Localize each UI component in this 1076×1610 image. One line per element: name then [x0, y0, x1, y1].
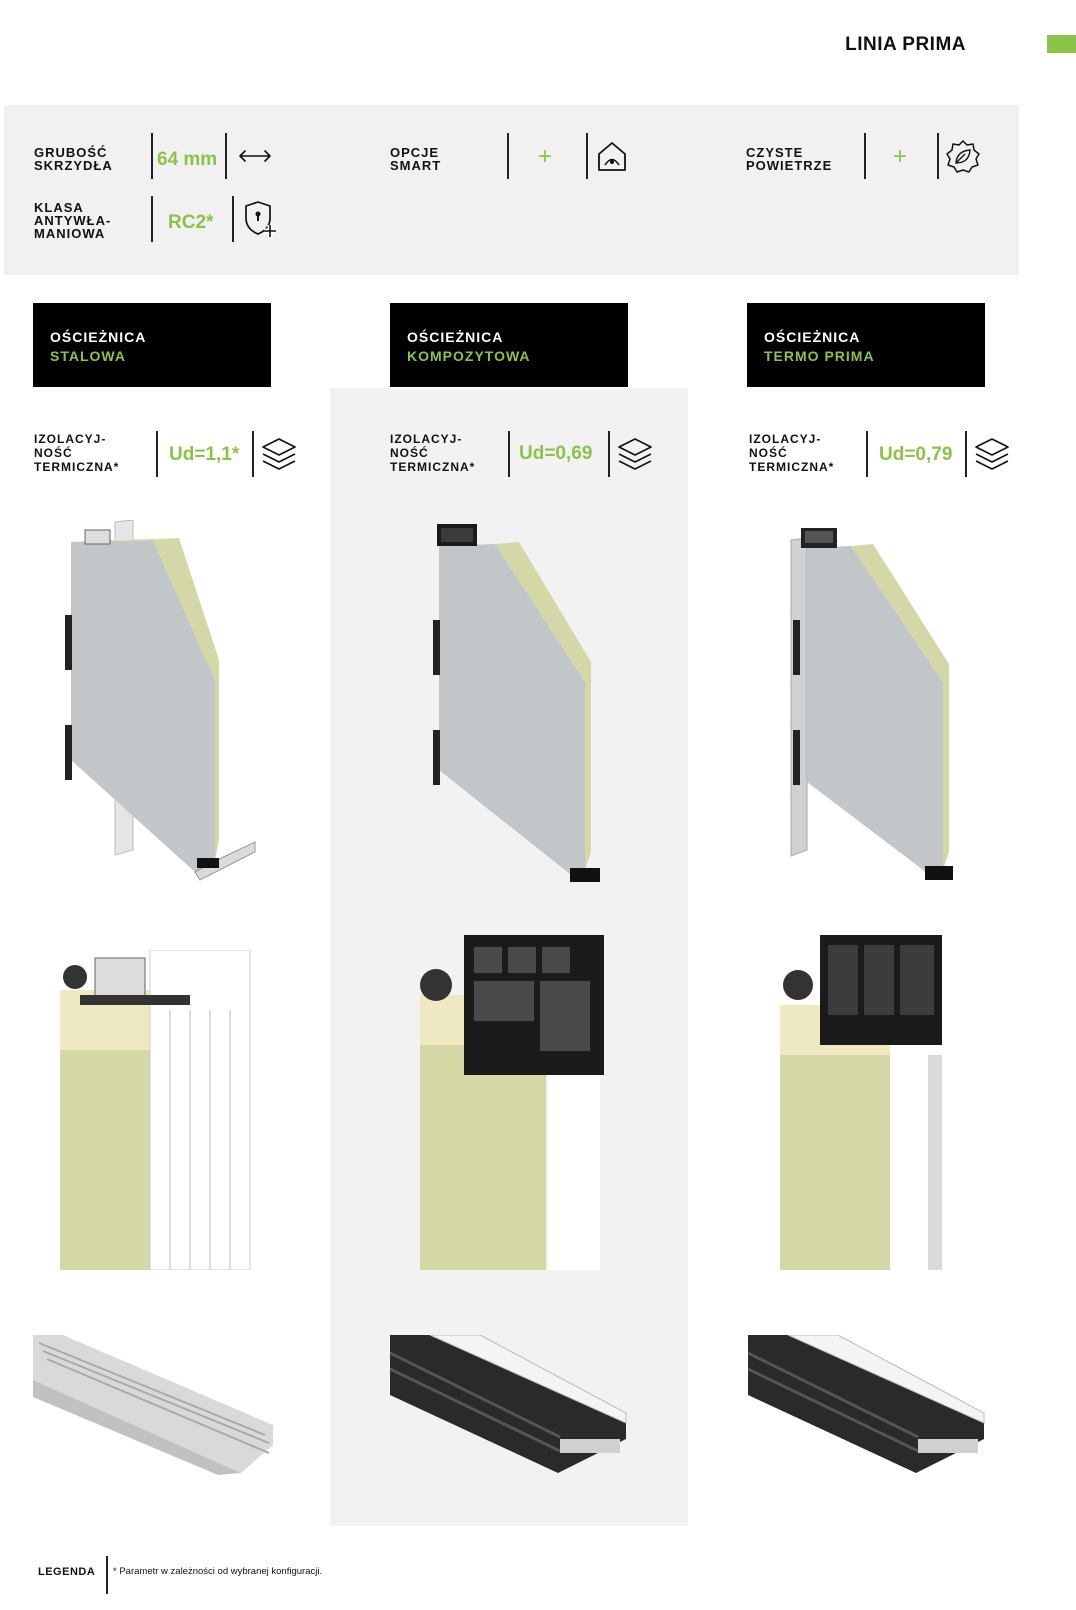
- leaf-badge-icon: [946, 140, 980, 173]
- brand-title: LINIA PRIMA: [845, 34, 966, 55]
- legend-note: * Parametr w zależności od wybranej konf…: [113, 1566, 323, 1577]
- air-label: CZYSTE POWIETRZE: [746, 145, 833, 173]
- divider: [507, 133, 509, 179]
- air-plus: +: [893, 143, 908, 170]
- cross-section-steel-image: [60, 950, 251, 1270]
- threshold-composite-image: [390, 1335, 627, 1473]
- divider: [864, 133, 866, 179]
- threshold-steel-image: [33, 1335, 273, 1475]
- double-arrow-icon: [239, 150, 271, 162]
- frame-title-composite: OŚCIEŻNICA KOMPOZYTOWA: [390, 303, 628, 387]
- smart-label: OPCJE SMART: [390, 145, 442, 173]
- divider: [225, 133, 227, 179]
- cross-section-termo-image: [780, 935, 942, 1270]
- thermal-value-termo: Ud=0,79: [879, 444, 953, 465]
- divider: [508, 431, 510, 477]
- door-section-composite-image: [433, 524, 600, 882]
- divider: [252, 431, 254, 477]
- divider: [937, 133, 939, 179]
- door-section-termo-image: [790, 528, 953, 880]
- divider: [151, 133, 153, 179]
- thermal-value-steel: Ud=1,1*: [169, 444, 240, 465]
- frame-title-termo: OŚCIEŻNICA TERMO PRIMA: [747, 303, 985, 387]
- thermal-value-composite: Ud=0,69: [519, 443, 593, 464]
- smart-home-icon: [598, 142, 626, 171]
- cross-section-composite-image: [420, 935, 604, 1270]
- layers-icon: [262, 438, 296, 470]
- spec-band: [4, 105, 1019, 275]
- divider: [156, 431, 158, 477]
- layers-icon: [975, 438, 1009, 470]
- divider: [965, 431, 967, 477]
- burglary-value: RC2*: [168, 212, 214, 233]
- divider: [866, 431, 868, 477]
- thickness-value: 64 mm: [157, 149, 218, 170]
- divider: [232, 196, 234, 242]
- divider: [151, 196, 153, 242]
- smart-plus: +: [538, 143, 553, 170]
- shield-lock-icon: [245, 201, 276, 237]
- divider: [106, 1556, 108, 1594]
- burglary-label: KLASA ANTYWŁA- MANIOWA: [34, 200, 112, 241]
- thickness-label: GRUBOŚĆ SKRZYDŁA: [34, 145, 113, 173]
- accent-tab: [1047, 35, 1076, 53]
- frame-title-steel: OŚCIEŻNICA STALOWA: [33, 303, 271, 387]
- legend-title: LEGENDA: [38, 1566, 96, 1578]
- door-section-steel-image: [65, 520, 256, 881]
- threshold-termo-image: [748, 1335, 985, 1473]
- divider: [608, 431, 610, 477]
- layers-icon: [618, 438, 652, 470]
- divider: [586, 133, 588, 179]
